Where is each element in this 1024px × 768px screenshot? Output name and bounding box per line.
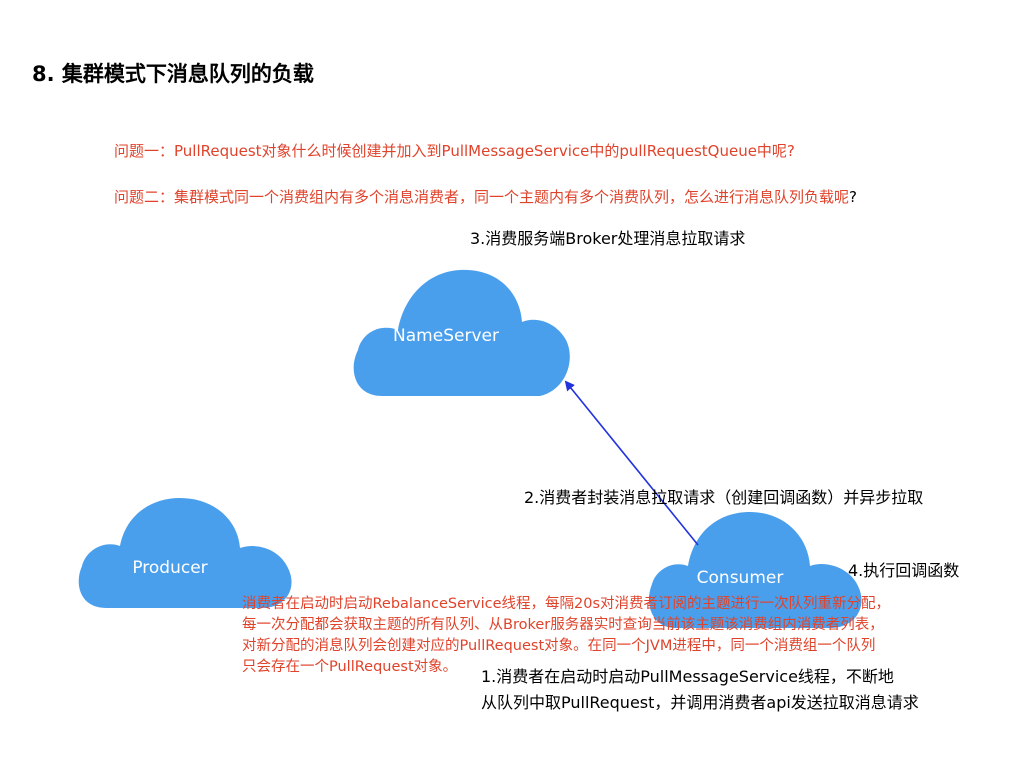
nameserver-cloud-icon: NameServer	[353, 269, 570, 396]
nameserver-label: NameServer	[393, 326, 499, 346]
note-line-4: 只会存在一个PullRequest对象。	[242, 659, 458, 675]
question-two: 问题二：集群模式同一个消费组内有多个消息消费者，同一个主题内有多个消费队列，怎么…	[114, 186, 857, 207]
note-line-1: 消费者在启动时启动RebalanceService线程，每隔20s对消费者订阅的…	[242, 596, 891, 612]
note-line-2: 每一次分配都会获取主题的所有队列、从Broker服务器实时查询当前该主题该消费组…	[242, 617, 884, 633]
producer-label: Producer	[132, 558, 207, 578]
note-line-3: 对新分配的消息队列会创建对应的PullRequest对象。在同一个JVM进程中，…	[242, 638, 876, 654]
step-4-label: 4.执行回调函数	[848, 561, 960, 580]
producer-cloud-icon: Producer	[78, 498, 292, 608]
step-1-line-2: 从队列中取PullRequest，并调用消费者api发送拉取消息请求	[481, 693, 919, 712]
question-two-text: 问题二：集群模式同一个消费组内有多个消息消费者，同一个主题内有多个消费队列，怎么…	[114, 188, 850, 206]
consumer-label: Consumer	[697, 568, 784, 588]
step-1-label: 1.消费者在启动时启动PullMessageService线程，不断地 从队列中…	[481, 664, 919, 716]
question-two-mark: ?	[849, 188, 857, 206]
pull-request-arrow	[564, 380, 699, 546]
question-one: 问题一：PullRequest对象什么时候创建并加入到PullMessageSe…	[114, 142, 795, 160]
consumer-cloud-icon: Consumer	[649, 512, 862, 628]
page-title: 8. 集群模式下消息队列的负载	[32, 62, 314, 86]
step-1-line-1: 1.消费者在启动时启动PullMessageService线程，不断地	[481, 667, 894, 686]
step-3-label: 3.消费服务端Broker处理消息拉取请求	[470, 229, 746, 248]
rebalance-note: 消费者在启动时启动RebalanceService线程，每隔20s对消费者订阅的…	[242, 594, 890, 678]
step-2-label: 2.消费者封装消息拉取请求（创建回调函数）并异步拉取	[524, 488, 924, 507]
